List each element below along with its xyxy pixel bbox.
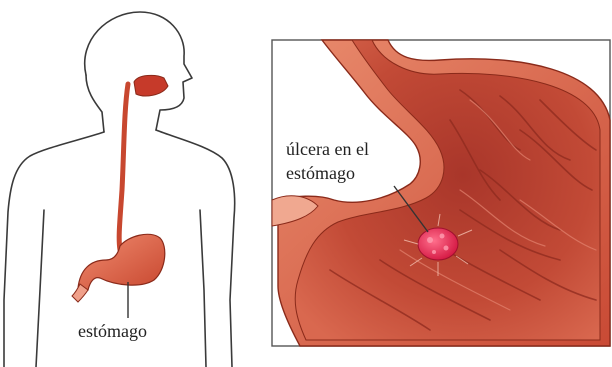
stomach-label: estómago: [78, 320, 147, 342]
ulcer: [418, 228, 458, 260]
esophagus: [119, 84, 128, 250]
body-outline: [4, 12, 235, 367]
mouth: [134, 75, 168, 96]
ulcer-label-line2: estómago: [286, 162, 355, 184]
ulcer-label-line1: úlcera en el: [286, 138, 369, 160]
